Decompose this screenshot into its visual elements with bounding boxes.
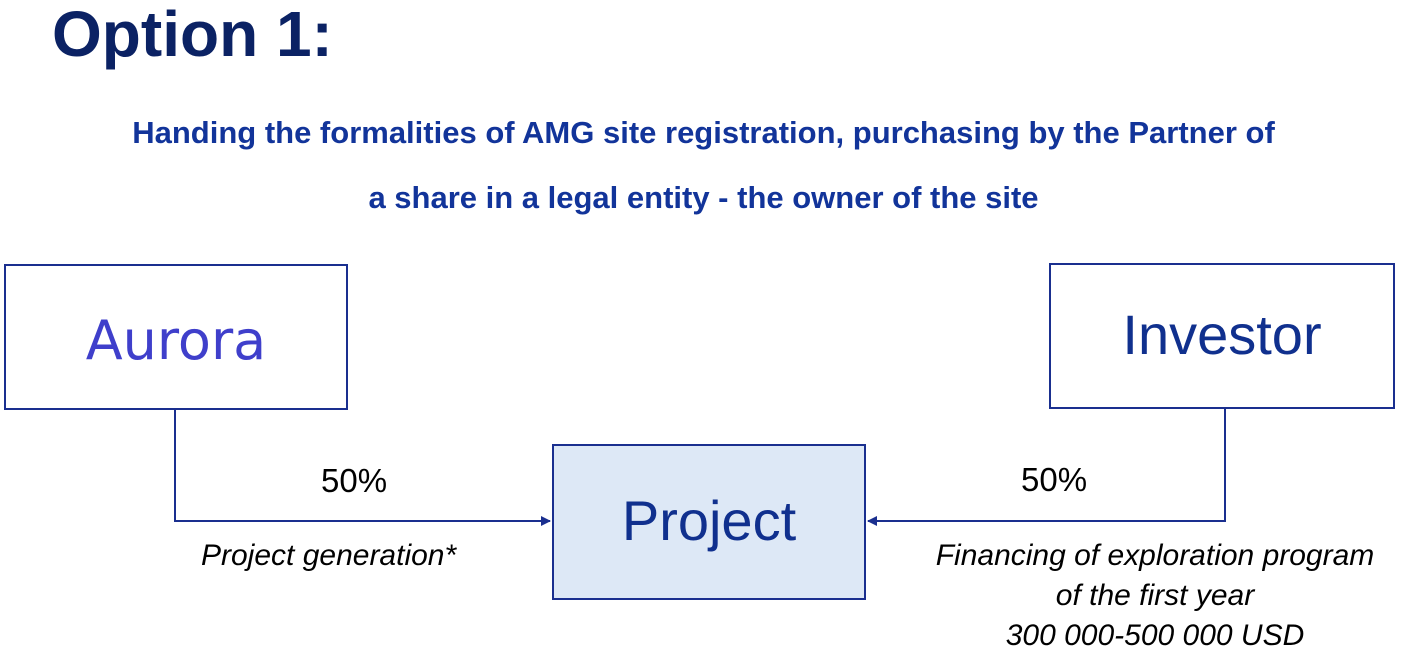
aurora-node: Aurora xyxy=(4,264,348,410)
investor-note-line-2: of the first year xyxy=(1055,579,1255,612)
subtitle-line-1: Handing the formalities of AMG site regi… xyxy=(132,115,1275,150)
aurora-contribution-note: Project generation* xyxy=(201,539,457,572)
subtitle-line-2: a share in a legal entity - the owner of… xyxy=(368,180,1039,215)
aurora-share-label: 50% xyxy=(321,462,388,499)
investor-note-line-3: 300 000-500 000 USD xyxy=(1005,619,1305,652)
investor-note-line-1: Financing of exploration program xyxy=(935,539,1375,572)
investor-share-label: 50% xyxy=(1021,461,1088,498)
aurora-to-project-arrow xyxy=(174,410,551,526)
investor-to-project-arrow xyxy=(867,409,1226,526)
project-node: Project xyxy=(552,444,866,600)
page-title: Option 1: xyxy=(52,0,333,70)
investor-node: Investor xyxy=(1049,263,1395,409)
investor-contribution-note: Financing of exploration program of the … xyxy=(910,536,1400,656)
